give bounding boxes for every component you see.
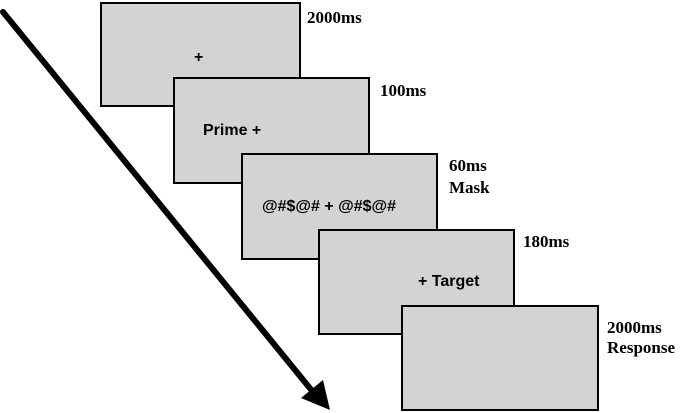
mask-stimulus: @#$@# + @#$@#	[262, 198, 397, 215]
mask-label: Mask	[449, 178, 490, 197]
prime-stimulus: Prime +	[203, 122, 262, 139]
response-frame	[401, 305, 599, 411]
fixation-duration: 2000ms	[307, 8, 362, 27]
response-label: Response	[607, 338, 676, 357]
fixation-cross: +	[194, 49, 204, 66]
prime-duration: 100ms	[380, 81, 427, 100]
mask-duration: 60ms	[449, 156, 487, 175]
target-duration: 180ms	[523, 232, 570, 251]
target-stimulus: + Target	[418, 273, 480, 290]
response-duration: 2000ms	[607, 318, 662, 337]
